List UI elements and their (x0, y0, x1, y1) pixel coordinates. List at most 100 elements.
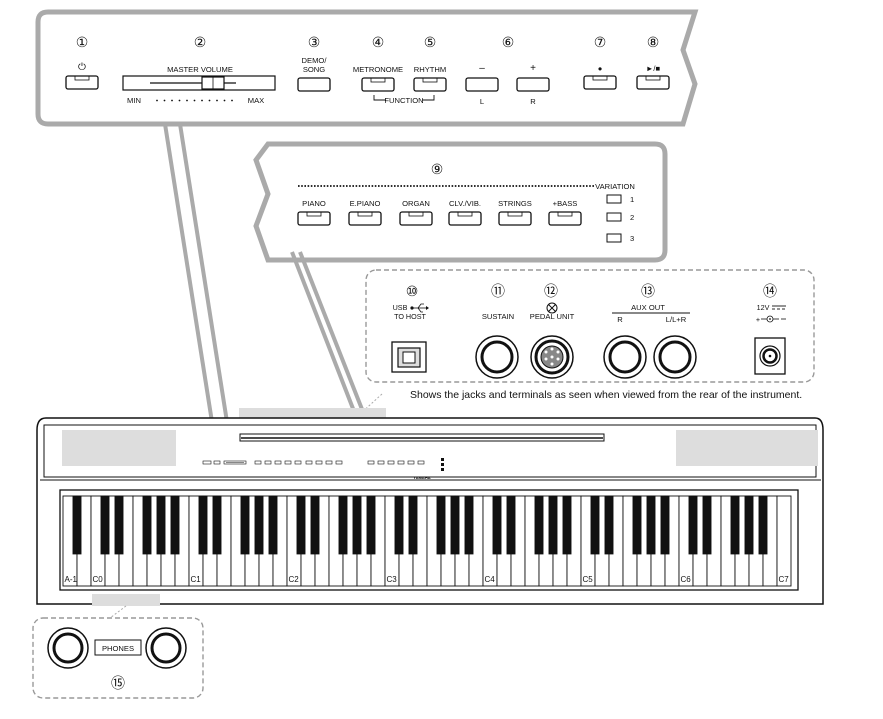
left-speaker-grille (62, 430, 176, 466)
record-button[interactable] (583, 75, 617, 90)
black-key[interactable] (436, 495, 446, 555)
black-key[interactable] (534, 495, 544, 555)
pedal-unit-connector[interactable] (530, 335, 574, 379)
callout-12: ⑫ (544, 283, 558, 299)
black-key[interactable] (198, 495, 208, 555)
minus-l-label: L (480, 97, 484, 106)
rhythm-label: RHYTHM (414, 65, 446, 74)
aux-out-l-jack[interactable] (653, 335, 697, 379)
black-key[interactable] (212, 495, 222, 555)
black-key[interactable] (142, 495, 152, 555)
voice-button-piano[interactable] (297, 211, 331, 226)
volume-max-label: MAX (248, 96, 264, 105)
black-key[interactable] (170, 495, 180, 555)
demo-song-button[interactable] (297, 77, 331, 92)
volume-dot (201, 99, 203, 102)
svg-text:+: + (756, 315, 760, 324)
black-key[interactable] (702, 495, 712, 555)
black-key[interactable] (548, 495, 558, 555)
mini-button (274, 460, 282, 465)
black-key[interactable] (744, 495, 754, 555)
black-key[interactable] (338, 495, 348, 555)
callout-11: ⑪ (491, 283, 505, 299)
metronome-led (370, 77, 386, 83)
black-key[interactable] (310, 495, 320, 555)
aux-out-r-jack[interactable] (603, 335, 647, 379)
minus-button[interactable] (465, 77, 499, 92)
callout-7: ⑦ (594, 34, 607, 50)
polarity-icon: + (756, 315, 786, 324)
plus-button[interactable] (516, 77, 550, 92)
octave-label: C2 (289, 575, 300, 584)
mini-led (441, 468, 444, 471)
black-key[interactable] (156, 495, 166, 555)
octave-label: C3 (387, 575, 398, 584)
black-key[interactable] (100, 495, 110, 555)
play-stop-button[interactable] (636, 75, 670, 90)
usb-to-host-port[interactable] (391, 341, 427, 373)
black-key[interactable] (366, 495, 376, 555)
pedal-unit-label: PEDAL UNIT (530, 312, 575, 321)
voice-button-e-piano[interactable] (348, 211, 382, 226)
callout-14: ⑭ (763, 283, 777, 299)
black-key[interactable] (730, 495, 740, 555)
volume-scale-dots (156, 99, 233, 102)
dc-in-jack[interactable] (754, 337, 786, 375)
black-key[interactable] (268, 495, 278, 555)
black-key[interactable] (590, 495, 600, 555)
black-key[interactable] (688, 495, 698, 555)
mini-button (325, 460, 333, 465)
voice-button-strings[interactable] (498, 211, 532, 226)
voice-label-clv-vib: CLV./VIB. (449, 199, 481, 208)
black-key[interactable] (254, 495, 264, 555)
phones-band (92, 594, 160, 606)
volume-dot (223, 99, 226, 102)
volume-dot (163, 99, 166, 102)
black-key[interactable] (646, 495, 656, 555)
black-key[interactable] (758, 495, 768, 555)
top-panel-callout (35, 9, 699, 127)
black-key[interactable] (492, 495, 502, 555)
black-key[interactable] (660, 495, 670, 555)
voice-button-clv-vib[interactable] (448, 211, 482, 226)
black-key[interactable] (464, 495, 474, 555)
voice-button-organ[interactable] (399, 211, 433, 226)
black-key[interactable] (632, 495, 642, 555)
voice-led-organ (408, 211, 424, 217)
black-key[interactable] (72, 495, 82, 555)
mini-button (294, 460, 302, 465)
metronome-button[interactable] (361, 77, 395, 92)
volume-dot (208, 99, 211, 102)
black-key[interactable] (408, 495, 418, 555)
black-key[interactable] (114, 495, 124, 555)
white-key[interactable] (776, 495, 792, 587)
black-key[interactable] (240, 495, 250, 555)
volume-dot (193, 99, 196, 102)
mini-led (441, 458, 444, 461)
variation-led-label-1: 1 (630, 195, 634, 204)
mini-control-panel (202, 458, 444, 471)
black-key[interactable] (450, 495, 460, 555)
phones-jack-right[interactable] (145, 627, 187, 669)
power-button[interactable] (65, 75, 99, 90)
black-key[interactable] (506, 495, 516, 555)
voice-led-strings (507, 211, 523, 217)
phones-jack-left[interactable] (47, 627, 89, 669)
rhythm-button[interactable] (413, 77, 447, 92)
volume-dot (178, 99, 181, 102)
black-key[interactable] (352, 495, 362, 555)
black-keys (72, 495, 768, 555)
black-key[interactable] (296, 495, 306, 555)
callout-6: ⑥ (502, 34, 515, 50)
black-key[interactable] (394, 495, 404, 555)
volume-dot (156, 99, 158, 102)
voice-button-bass[interactable] (548, 211, 582, 226)
voice-led-piano (306, 211, 322, 217)
sustain-jack[interactable] (475, 335, 519, 379)
black-key[interactable] (562, 495, 572, 555)
pedal-unit-mark-icon (546, 302, 558, 314)
record-led (592, 75, 608, 81)
black-key[interactable] (604, 495, 614, 555)
rear-panel-callout (365, 269, 815, 383)
